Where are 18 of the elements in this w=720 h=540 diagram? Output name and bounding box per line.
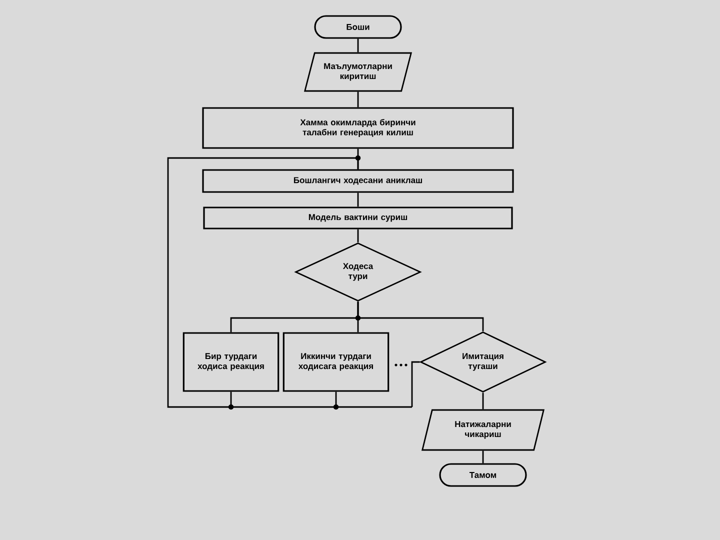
- connector-line: [357, 229, 359, 242]
- connector-line: [482, 450, 484, 464]
- terminal-box: Боши: [314, 15, 402, 39]
- connector-line: [357, 38, 359, 52]
- connector-line: [230, 392, 232, 407]
- connector-line: [357, 92, 359, 108]
- connector-line: [335, 392, 337, 407]
- connector-line: [482, 392, 484, 410]
- process-box: Бошлангич ходесани аниклаш: [202, 169, 514, 193]
- connector-line: [411, 361, 420, 407]
- process-box: Хамма окимларда биринчи талабни генерация килиш: [202, 107, 514, 149]
- process-box: Иккинчи турдаги ходисага реакция: [282, 332, 390, 392]
- connector-line: [167, 157, 412, 408]
- connector-line: [357, 302, 484, 332]
- terminal-box: Тамом: [439, 463, 527, 487]
- process-box: Модель вактини суриш: [203, 206, 513, 230]
- connector-line: [357, 192, 359, 207]
- process-box: Бир турдаги ходиса реакция: [182, 332, 280, 392]
